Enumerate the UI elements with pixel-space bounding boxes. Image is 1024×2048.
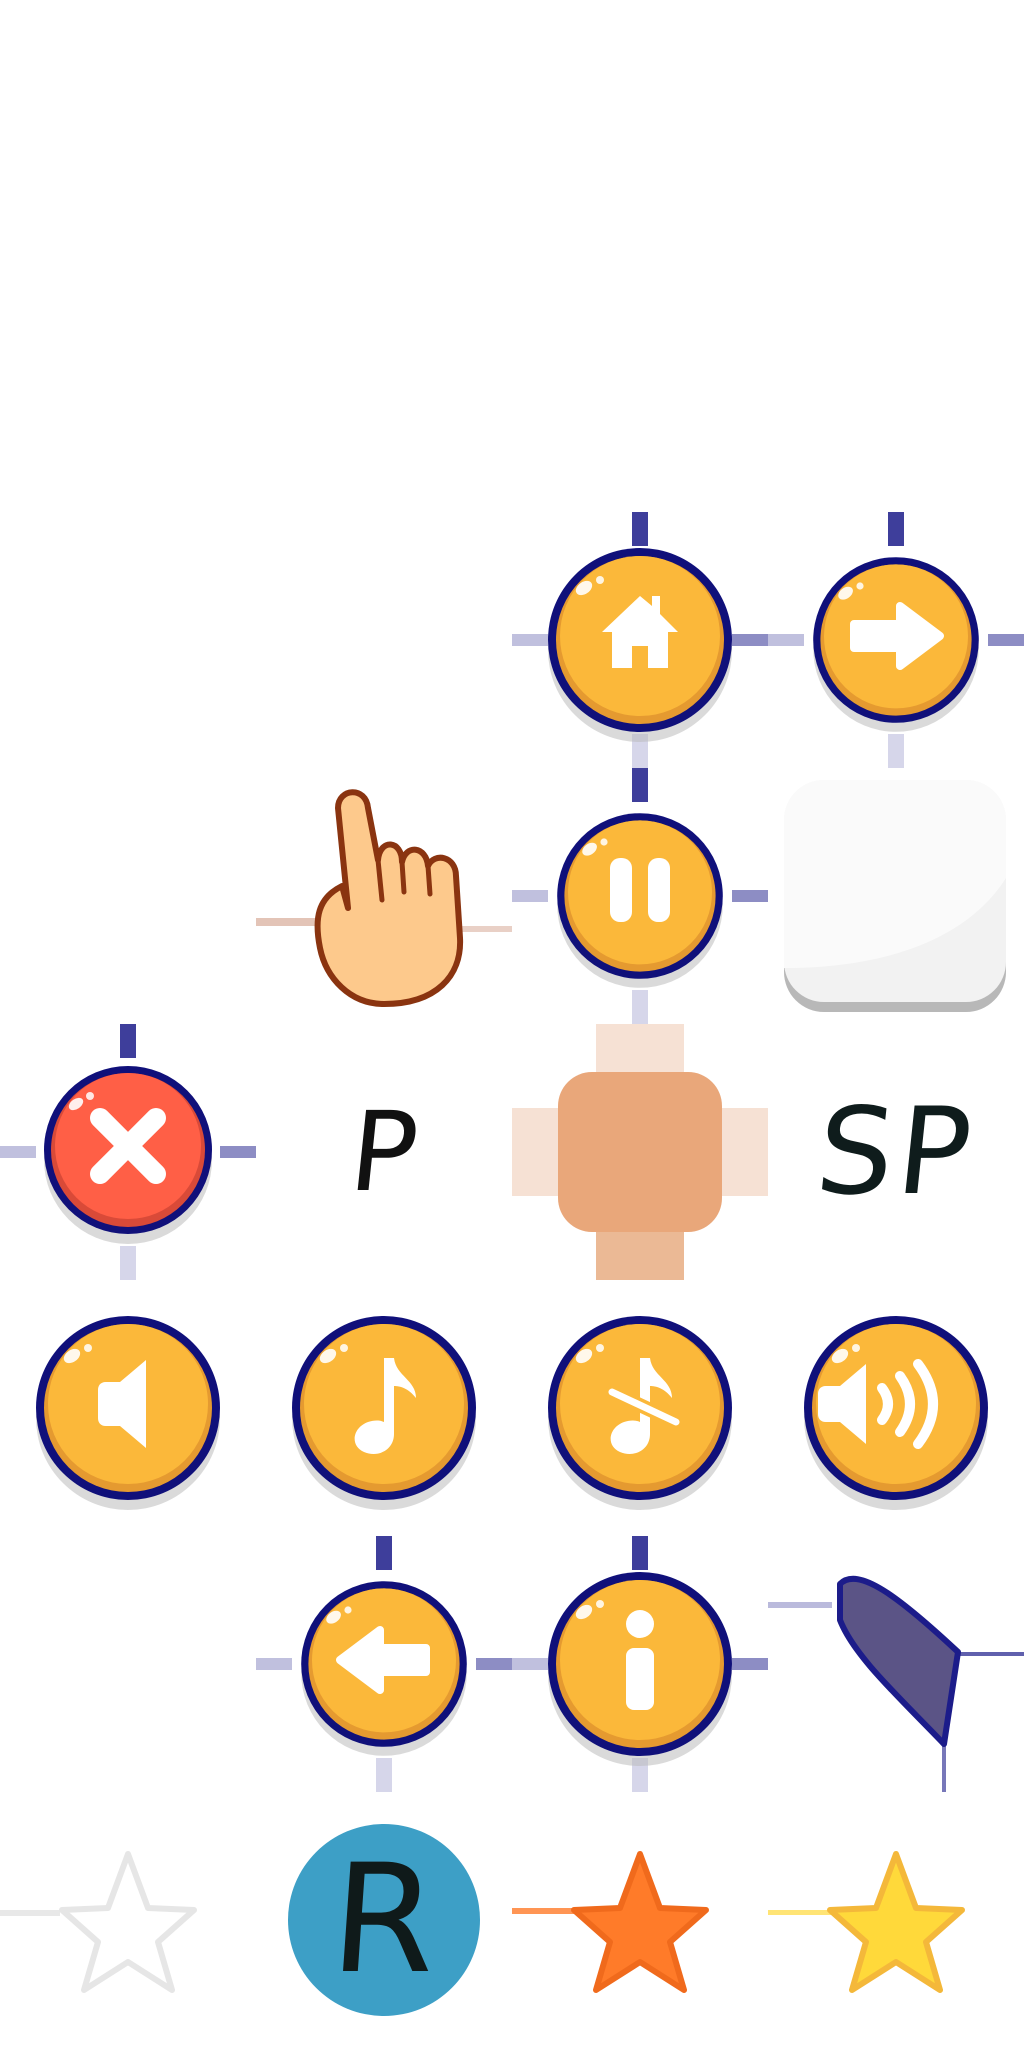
leaf-shape-icon (768, 1575, 1024, 1792)
leaf-shape (768, 1536, 1024, 1792)
music-off-button[interactable] (512, 1280, 768, 1536)
dpad[interactable] (512, 1024, 768, 1280)
star-yellow-icon (768, 1851, 965, 1993)
info-button[interactable] (512, 1536, 768, 1792)
arrow-right-icon (768, 512, 1024, 768)
music-on-button[interactable] (256, 1280, 512, 1536)
back-button[interactable] (256, 1536, 512, 1792)
sound-low-icon (36, 1316, 220, 1510)
home-icon (512, 512, 768, 768)
info-icon (512, 1536, 768, 1792)
p-sprite: P (256, 1024, 512, 1280)
r-label: R (325, 1833, 443, 2007)
sp-label: SP (810, 1082, 982, 1222)
blank-tile-icon (784, 780, 1006, 1012)
dpad-icon (512, 1024, 768, 1280)
blank-tile[interactable] (768, 768, 1024, 1024)
close-button[interactable] (0, 1024, 256, 1280)
music-off-icon (548, 1316, 732, 1510)
home-button[interactable] (512, 512, 768, 768)
next-button[interactable] (768, 512, 1024, 768)
pointing-hand-icon (256, 789, 512, 1007)
sound-high-button[interactable] (768, 1280, 1024, 1536)
sound-low-button[interactable] (0, 1280, 256, 1536)
orange-star (512, 1792, 768, 2048)
r-badge: R (256, 1792, 512, 2048)
sound-high-icon (804, 1316, 988, 1510)
pause-button[interactable] (512, 768, 768, 1024)
star-empty-icon (0, 1851, 197, 1993)
pause-icon (512, 768, 768, 1024)
empty-star (0, 1792, 256, 2048)
yellow-star (768, 1792, 1024, 2048)
arrow-left-icon (256, 1536, 512, 1792)
pointing-hand (256, 768, 512, 1024)
p-label: P (344, 1088, 424, 1216)
sp-sprite: SP (768, 1024, 1024, 1280)
music-on-icon (292, 1316, 476, 1510)
star-orange-icon (512, 1851, 709, 1993)
close-icon (0, 1024, 256, 1280)
